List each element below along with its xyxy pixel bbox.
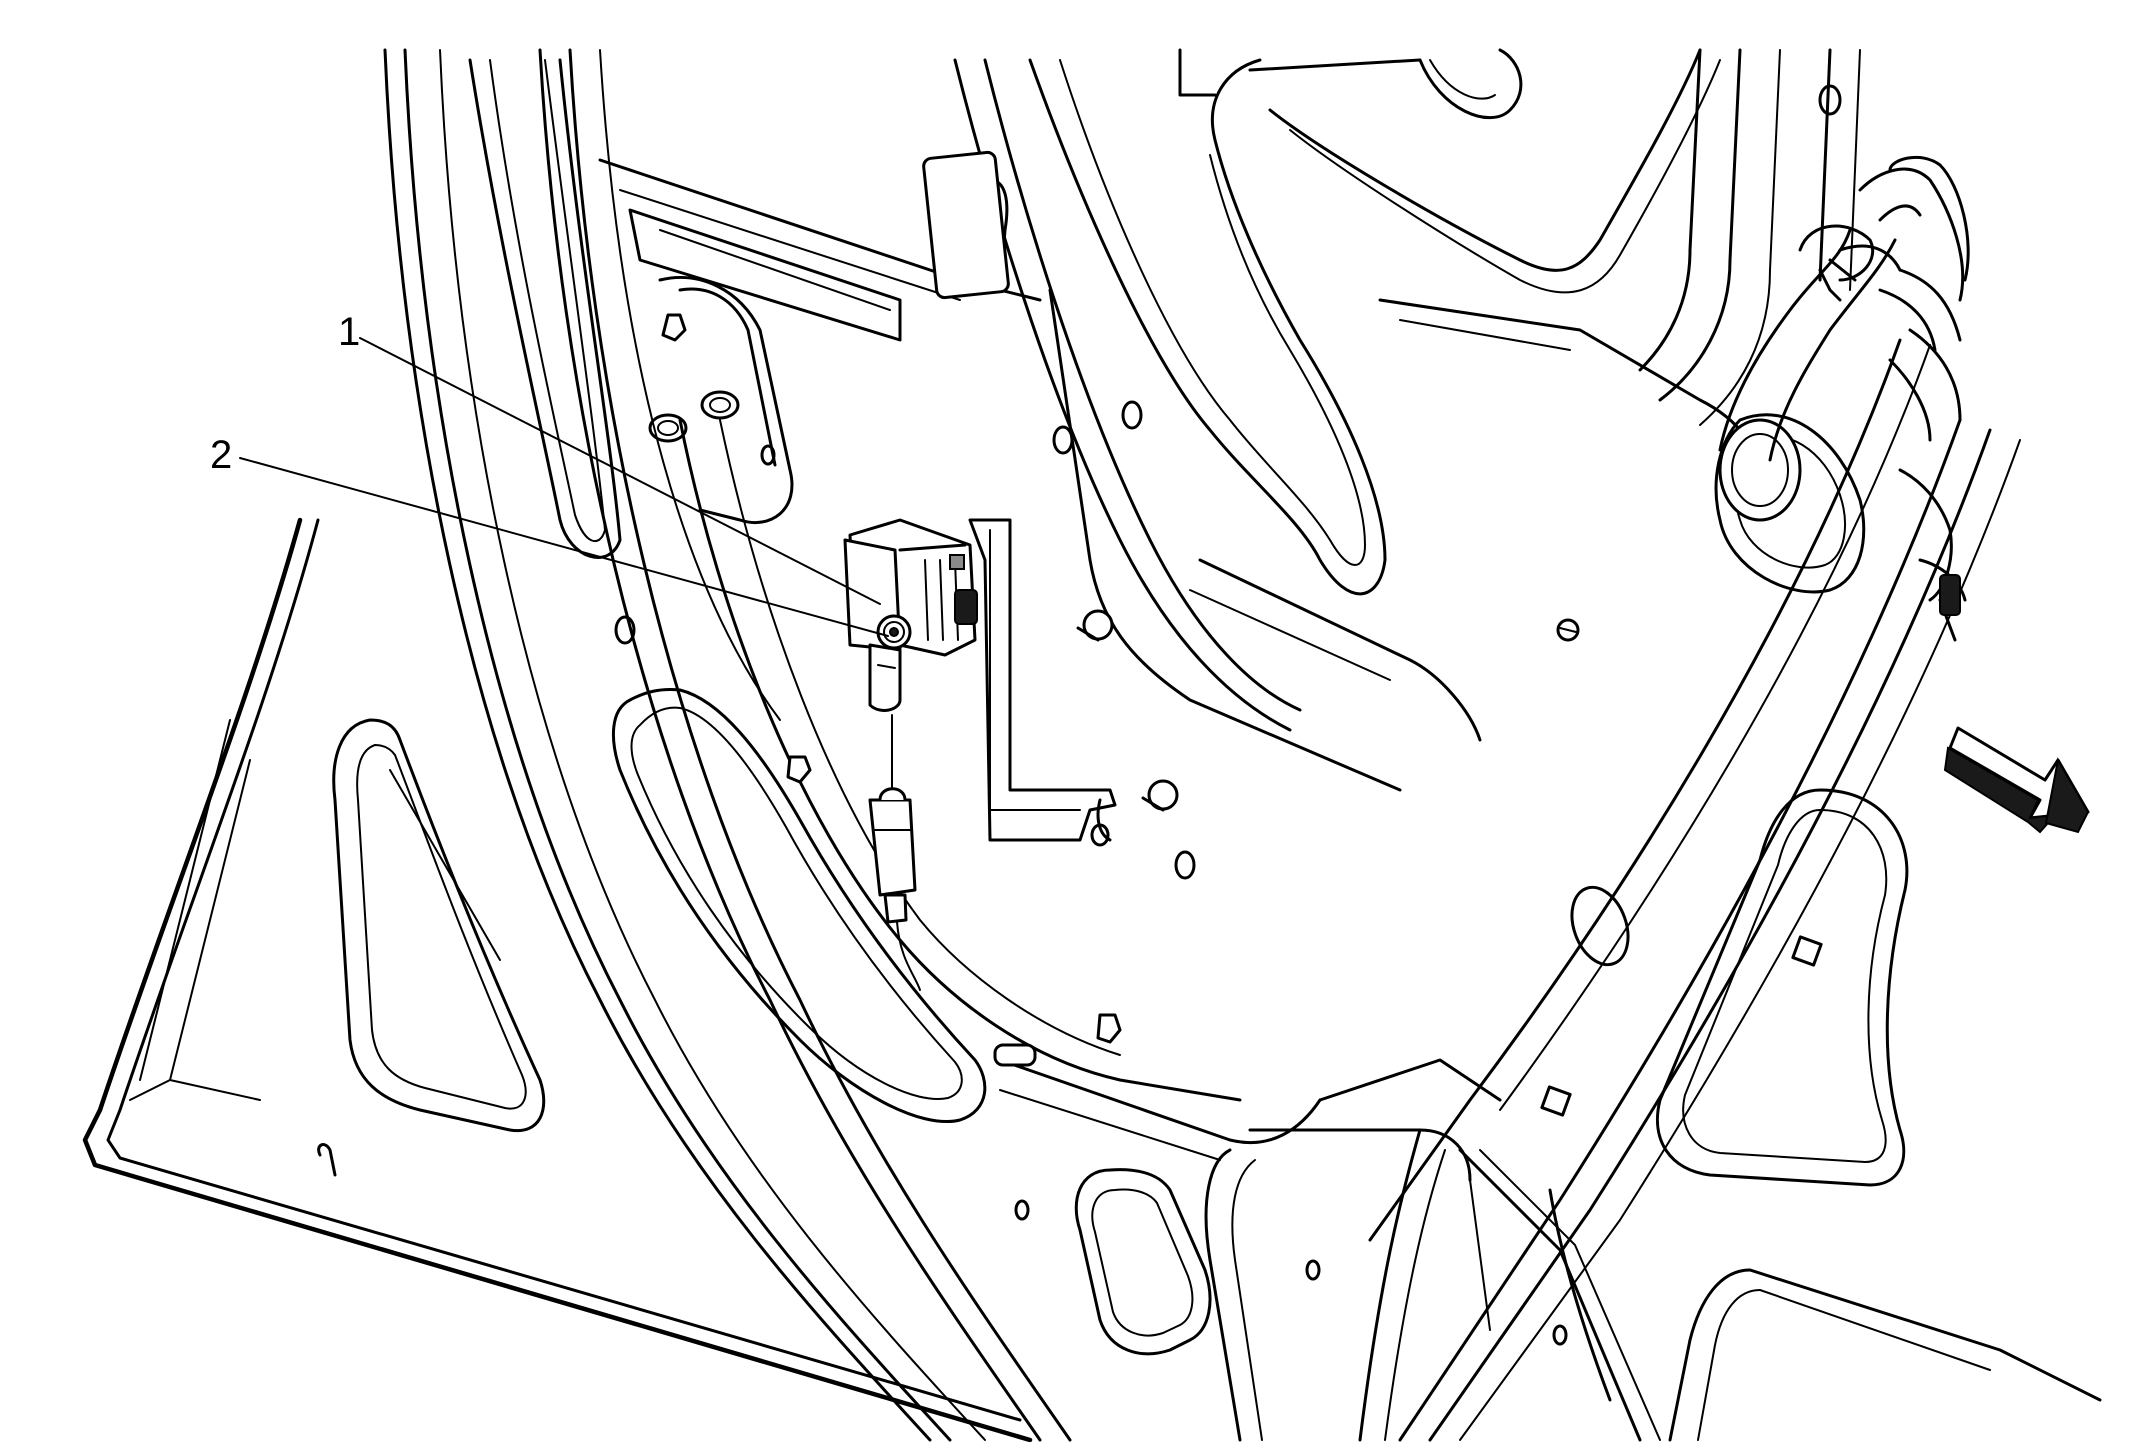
callout-1-label: 1 (338, 310, 360, 354)
hose-grommet (1714, 413, 1866, 594)
door-outer-edge (82, 517, 1033, 1442)
wiring-harness-hose (1718, 84, 1970, 642)
right-diagonal-beam (1368, 338, 2021, 1442)
lower-right-pocket (1655, 788, 1909, 1187)
upper-right-loop (1028, 48, 1721, 596)
upper-left-pocket (468, 58, 622, 559)
center-left-slot (611, 688, 987, 1123)
callout-1-leader (359, 337, 881, 605)
lower-left-pocket (332, 718, 546, 1133)
door-frame-pillar (383, 48, 1072, 1442)
sensor-harness-connector (868, 714, 921, 991)
callout-2-leader (239, 457, 889, 637)
side-impact-sensor (843, 518, 978, 712)
center-beam (922, 58, 1302, 732)
callout-2-label: 2 (210, 433, 232, 477)
arrow-down-right-icon (1943, 726, 2090, 834)
fasteners (317, 313, 1823, 1346)
sensor-bolt (876, 614, 912, 650)
bottom-right-pocket (1668, 1268, 2102, 1442)
center-bottom-pockets (1074, 1128, 1661, 1442)
bottom-beam (993, 1043, 1502, 1161)
sensor-bracket (968, 518, 1117, 847)
